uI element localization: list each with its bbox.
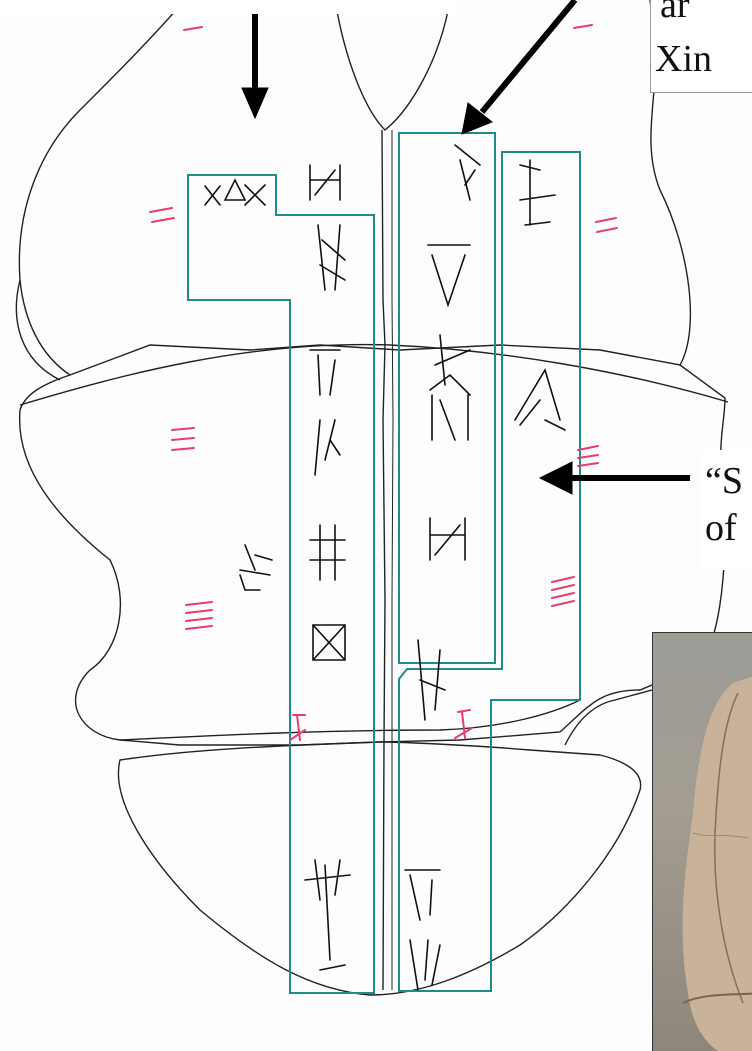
character-center-5 [430,518,465,560]
character-col2-4 [315,420,340,475]
center-groove [382,130,385,990]
numeral-2-right [596,218,617,232]
caption-mid-right-line2: of [705,505,737,551]
arrow-left-middle [540,462,690,494]
arrow-down-left [242,0,268,118]
character-col2-7 [305,860,350,970]
character-center-8 [410,940,440,990]
arrow-down-diagonal [462,0,575,134]
character-right-1 [520,160,555,225]
character-col2-6 [313,625,345,660]
caption-top-right-line2: Xin [655,36,712,82]
arrows [242,0,690,494]
character-col2-3 [310,350,340,395]
numeral-4-left [186,602,212,629]
character-center-6 [418,640,445,720]
plastron-top-section [19,0,690,375]
caption-top-right-line1: ar [660,0,690,28]
character-left-1 [205,180,265,205]
character-right-2 [515,370,565,430]
numeral-2-left [150,208,174,222]
character-col2-5 [310,525,345,580]
plastron-outline [16,0,728,995]
inscription-box-left [188,175,374,993]
character-col2-1 [310,165,340,200]
character-center-1 [455,145,480,200]
numeral-5-right [455,710,472,738]
plastron-bottom-section [118,742,640,995]
character-center-2 [428,245,470,305]
inscription-box-center-upper [399,133,495,663]
numeral-5-left [290,715,305,740]
character-loose-left [240,545,272,590]
numeral-3-left [172,428,194,450]
caption-mid-right-line1: “S [705,458,743,504]
character-col2-2 [318,225,345,290]
character-center-7 [405,870,440,920]
inscription-box-right [399,152,580,991]
numeral-1-top-left [184,27,202,30]
plastron-middle-section [20,365,725,745]
shell-photo-image [653,633,752,1051]
numeral-4-right [552,577,574,606]
top-left-label-box [0,0,458,14]
shell-photo [652,632,752,1051]
numeral-1-top-right [574,25,592,28]
character-center-4 [430,375,470,440]
